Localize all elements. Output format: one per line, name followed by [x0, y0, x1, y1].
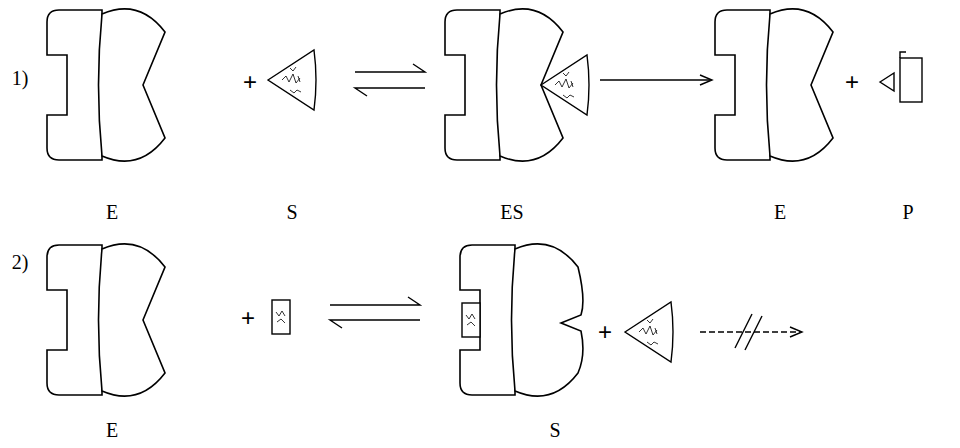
reaction-arrow [600, 75, 712, 85]
enzyme-label: E [774, 202, 786, 222]
plus-sign: + [241, 306, 255, 330]
row-number: 1) [12, 68, 29, 88]
substrate [268, 50, 316, 110]
complex-label: ES [500, 202, 523, 222]
inhibitor [272, 300, 290, 334]
enzyme [47, 9, 165, 161]
enzyme-substrate-complex [445, 9, 589, 161]
enzyme-inhibitor-complex [460, 244, 583, 396]
substrate-label: S [549, 420, 560, 440]
enzyme [47, 244, 165, 396]
equilibrium-arrows [355, 64, 425, 96]
enzyme-label: E [106, 420, 118, 440]
plus-sign: + [243, 70, 257, 94]
plus-sign: + [598, 320, 612, 344]
product-label: P [902, 202, 913, 222]
enzyme [715, 9, 833, 161]
substrate [625, 302, 673, 362]
substrate-label: S [286, 202, 297, 222]
product [880, 52, 922, 102]
equilibrium-arrows [330, 297, 420, 328]
blocked-arrow [700, 314, 802, 350]
enzyme-label: E [106, 202, 118, 222]
row-number: 2) [12, 252, 29, 272]
plus-sign: + [845, 70, 859, 94]
